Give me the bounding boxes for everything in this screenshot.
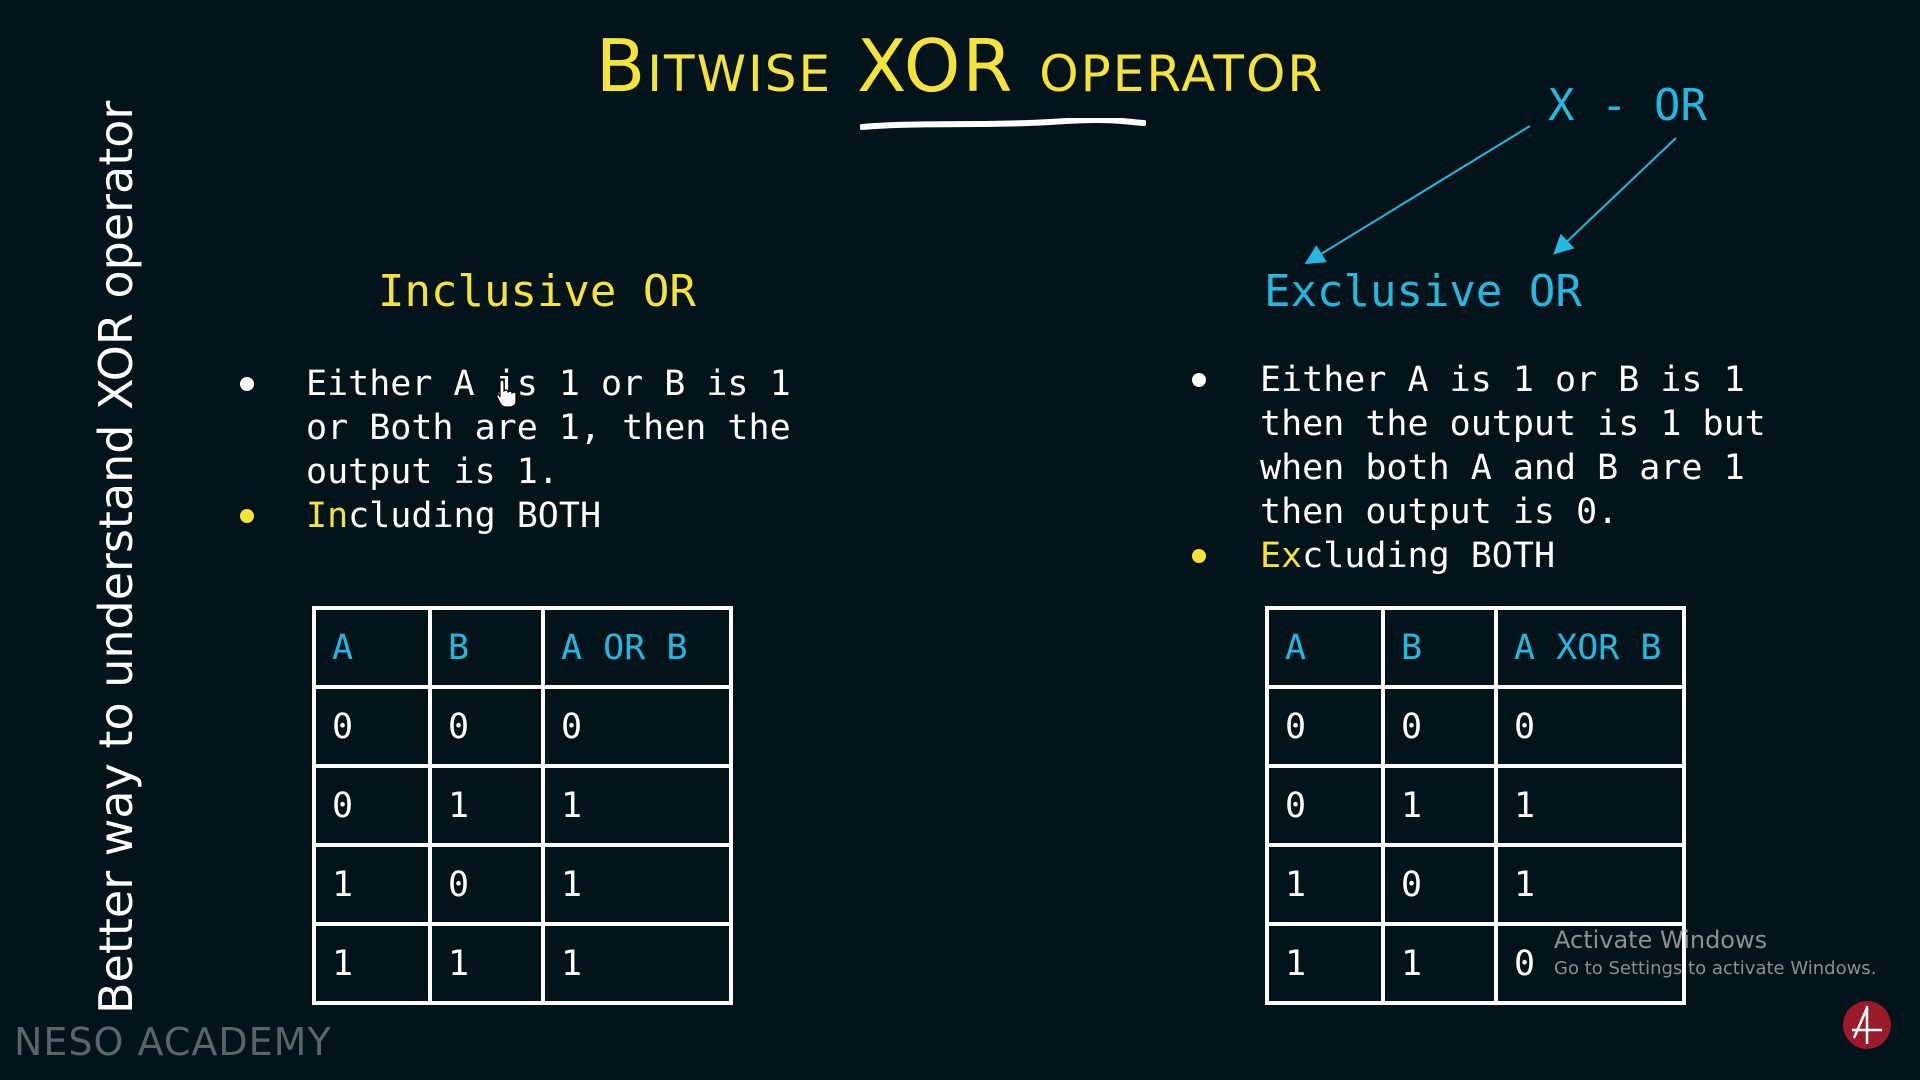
header-cell: A xyxy=(1265,606,1385,689)
list-item: Either A is 1 or B is 1 or Both are 1, t… xyxy=(240,362,826,494)
list-item: Including BOTH xyxy=(240,494,826,538)
table-cell: 1 xyxy=(1265,843,1385,926)
table-cell: 1 xyxy=(541,922,733,1005)
table-cell: 0 xyxy=(428,843,545,926)
list-item: Either A is 1 or B is 1 then the output … xyxy=(1192,358,1820,534)
brand-watermark: NESO ACADEMY xyxy=(14,1020,332,1064)
bullet-dot xyxy=(240,377,254,391)
header-cell: B xyxy=(1381,606,1498,689)
title-underline xyxy=(860,118,1146,130)
inclusive-or-heading: Inclusive OR xyxy=(378,266,696,317)
table-row: 1 0 1 xyxy=(1265,843,1686,926)
highlight-prefix: In xyxy=(306,496,349,536)
xor-annotation: X - OR xyxy=(1548,80,1707,131)
exclusive-bullets: Either A is 1 or B is 1 then the output … xyxy=(1192,358,1820,578)
bullet-text: cluding BOTH xyxy=(348,496,602,536)
table-header-row: A B A OR B xyxy=(312,606,733,689)
table-cell: 0 xyxy=(312,685,432,768)
bullet-line: when both A and B are 1 xyxy=(1260,448,1745,488)
table-cell: 1 xyxy=(428,764,545,847)
activation-title: Activate Windows xyxy=(1554,926,1768,954)
bullet-line: then the output is 1 but xyxy=(1260,404,1766,444)
bullet-line: Either A is 1 or B is 1 xyxy=(306,364,791,404)
header-cell: A XOR B xyxy=(1494,606,1686,689)
table-cell: 0 xyxy=(1381,685,1498,768)
table-row: 0 0 0 xyxy=(1265,685,1686,768)
mouse-cursor-icon xyxy=(496,379,517,408)
xor-truth-table: A B A XOR B 0 0 0 0 1 1 1 0 1 1 1 0 xyxy=(1265,606,1686,1005)
bullet-line: output is 1. xyxy=(306,452,559,492)
table-cell: 1 xyxy=(312,922,432,1005)
exclusive-or-heading: Exclusive OR xyxy=(1264,266,1582,317)
inclusive-bullets: Either A is 1 or B is 1 or Both are 1, t… xyxy=(240,362,826,538)
table-row: 0 1 1 xyxy=(1265,764,1686,847)
table-cell: 0 xyxy=(1381,843,1498,926)
table-cell: 0 xyxy=(1265,685,1385,768)
table-cell: 1 xyxy=(1381,922,1498,1005)
table-row: 1 0 1 xyxy=(312,843,733,926)
highlight-prefix: Ex xyxy=(1260,536,1303,576)
table-cell: 1 xyxy=(1265,922,1385,1005)
table-cell: 1 xyxy=(1494,843,1686,926)
activation-subtitle: Go to Settings to activate Windows. xyxy=(1554,958,1877,979)
bullet-line: or Both are 1, then the xyxy=(306,408,791,448)
table-row: 0 1 1 xyxy=(312,764,733,847)
list-item: Excluding BOTH xyxy=(1192,534,1820,578)
table-cell: 0 xyxy=(1494,922,1686,1005)
table-cell: 1 xyxy=(428,922,545,1005)
header-cell: B xyxy=(428,606,545,689)
table-row: 1 1 0 xyxy=(1265,922,1686,1005)
bullet-dot xyxy=(1192,549,1206,563)
header-cell: A OR B xyxy=(541,606,733,689)
bullet-line: Either A is 1 or B is 1 xyxy=(1260,360,1745,400)
bullet-dot xyxy=(1192,373,1206,387)
bullet-line: then output is 0. xyxy=(1260,492,1619,532)
bullet-text: cluding BOTH xyxy=(1302,536,1556,576)
slide-title: Bitwise XOR operator xyxy=(595,24,1325,108)
table-cell: 1 xyxy=(541,843,733,926)
table-row: 1 1 1 xyxy=(312,922,733,1005)
table-cell: 0 xyxy=(428,685,545,768)
table-row: 0 0 0 xyxy=(312,685,733,768)
table-cell: 1 xyxy=(312,843,432,926)
table-header-row: A B A XOR B xyxy=(1265,606,1686,689)
table-cell: 1 xyxy=(1494,764,1686,847)
side-caption: Better way to understand XOR operator xyxy=(89,100,143,1014)
table-cell: 1 xyxy=(541,764,733,847)
or-truth-table: A B A OR B 0 0 0 0 1 1 1 0 1 1 1 1 xyxy=(312,606,733,1005)
table-cell: 0 xyxy=(1494,685,1686,768)
table-cell: 0 xyxy=(541,685,733,768)
bullet-dot xyxy=(240,509,254,523)
table-cell: 0 xyxy=(312,764,432,847)
neso-logo-icon xyxy=(1843,1001,1891,1049)
table-cell: 0 xyxy=(1265,764,1385,847)
activation-watermark: Activate Windows Go to Settings to activ… xyxy=(1554,926,1876,979)
table-cell: 1 xyxy=(1381,764,1498,847)
header-cell: A xyxy=(312,606,432,689)
